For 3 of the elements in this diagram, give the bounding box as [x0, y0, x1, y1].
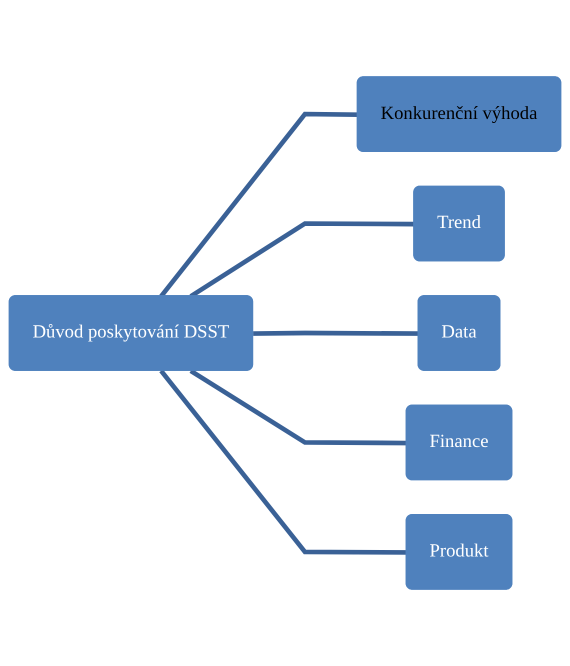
connector	[159, 369, 407, 555]
connector	[253, 330, 419, 336]
connector	[190, 368, 407, 446]
